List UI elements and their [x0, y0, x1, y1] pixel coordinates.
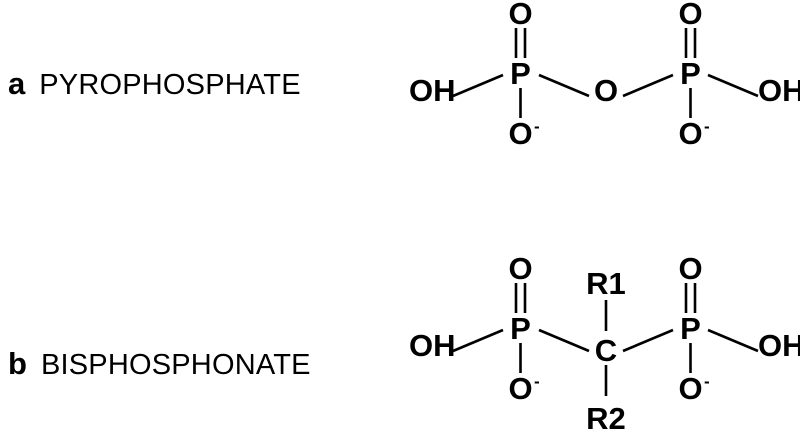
atom-central-carbon: C	[595, 333, 617, 368]
bond-left-p-carbon	[538, 328, 590, 353]
atom-left-anionic-oxygen: O	[508, 116, 532, 151]
atom-right-double-bond-oxygen: O	[678, 0, 702, 31]
atom-right-hydroxyl: OH	[758, 328, 800, 363]
charge-left-anionic-oxygen: -	[534, 372, 540, 391]
panel-bisphosphonate: b BISPHOSPHONATE	[0, 222, 800, 445]
bond-bridging-o-right-p	[622, 73, 674, 98]
bond-left-p-bridging-o	[538, 73, 590, 98]
bond-carbon-right-p	[622, 328, 674, 353]
bond-left-oh-p	[452, 328, 504, 353]
charge-right-anionic-oxygen: -	[704, 372, 710, 391]
pyrophosphate-svg: OH O P O - O O P O - OH	[409, 0, 800, 151]
panel-a-letter: a	[8, 66, 26, 101]
atom-left-anionic-oxygen: O	[508, 371, 532, 406]
charge-right-anionic-oxygen: -	[704, 117, 710, 136]
panel-a-title: PYROPHOSPHATE	[39, 69, 301, 101]
bond-left-oh-p	[452, 73, 504, 98]
atom-right-double-bond-oxygen: O	[678, 255, 702, 286]
panel-b-label: b BISPHOSPHONATE	[8, 348, 311, 380]
bond-right-p-oh	[707, 328, 759, 353]
panel-a-label: a PYROPHOSPHATE	[8, 68, 301, 100]
atom-right-hydroxyl: OH	[758, 73, 800, 108]
panel-pyrophosphate: a PYROPHOSPHATE	[0, 0, 800, 222]
charge-left-anionic-oxygen: -	[534, 117, 540, 136]
atom-right-anionic-oxygen: O	[678, 371, 702, 406]
atom-bridging-oxygen: O	[594, 73, 618, 108]
atom-substituent-r2: R2	[586, 401, 626, 436]
atom-left-hydroxyl: OH	[409, 328, 456, 363]
atom-left-hydroxyl: OH	[409, 73, 456, 108]
panel-b-letter: b	[8, 346, 27, 381]
atom-left-phosphorus: P	[510, 56, 531, 91]
pyrophosphate-structure: OH O P O - O O P O - OH	[395, 0, 800, 160]
atom-substituent-r1: R1	[586, 266, 626, 301]
panel-b-title: BISPHOSPHONATE	[40, 349, 311, 381]
atom-left-phosphorus: P	[510, 311, 531, 346]
atom-right-anionic-oxygen: O	[678, 116, 702, 151]
atom-right-phosphorus: P	[680, 311, 701, 346]
atom-right-phosphorus: P	[680, 56, 701, 91]
atom-left-double-bond-oxygen: O	[508, 255, 532, 286]
bond-right-p-oh	[707, 73, 759, 98]
atom-left-double-bond-oxygen: O	[508, 0, 532, 31]
bisphosphonate-structure: OH O P O - R1 C R2 O P O - OH	[395, 255, 800, 445]
bisphosphonate-svg: OH O P O - R1 C R2 O P O - OH	[409, 255, 800, 436]
